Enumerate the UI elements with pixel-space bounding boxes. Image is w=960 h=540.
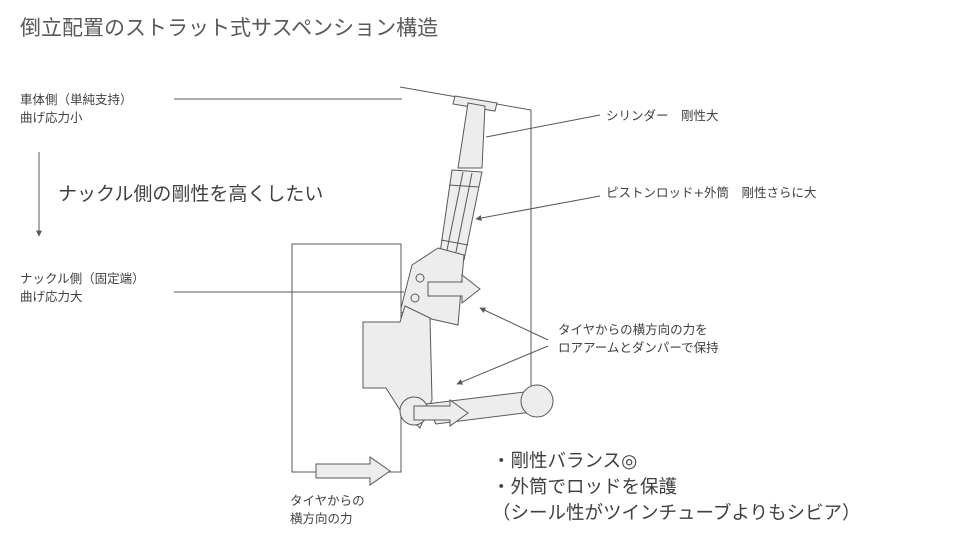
outer-tube-band xyxy=(448,184,480,188)
body-side-label-line2: 曲げ応力小 xyxy=(20,110,83,125)
tire-force-label-line1: タイヤからの xyxy=(290,493,365,508)
key-point-item: ・剛性バランス◎ xyxy=(492,451,638,472)
key-point-item: （シール性がツインチューブよりもシビア） xyxy=(492,503,861,524)
body-frame-outline xyxy=(399,86,532,410)
knuckle-side-label: ナックル側（固定端） 曲げ応力大 xyxy=(20,270,145,306)
lateral-hold-arrow-lower xyxy=(456,345,549,385)
body-side-label-line1: 車体側（単純支持） xyxy=(20,92,133,107)
arm-bushing xyxy=(520,384,554,418)
key-points-list: ・剛性バランス◎ ・外筒でロッドを保護 （シール性がツインチューブよりもシビア） xyxy=(492,449,861,527)
tire-force-label-line2: 横方向の力 xyxy=(290,511,353,526)
lateral-hold-label-line2: ロアアームとダンパーで保持 xyxy=(558,340,719,355)
knuckle-side-label-line2: 曲げ応力大 xyxy=(20,289,83,304)
bolt-hole xyxy=(410,293,420,303)
cylinder-leader-line xyxy=(485,114,601,138)
piston-rod-leader-line xyxy=(475,195,601,221)
outer-tube-band xyxy=(440,239,469,246)
body-side-label: 車体側（単純支持） 曲げ応力小 xyxy=(20,91,133,127)
page-title: 倒立配置のストラット式サスペンション構造 xyxy=(20,16,439,40)
block-arrow-knuckle xyxy=(427,273,481,305)
tire-force-label: タイヤからの 横方向の力 xyxy=(290,492,365,528)
stiffness-goal-label: ナックル側の剛性を高くしたい xyxy=(58,183,324,205)
key-point-item: ・外筒でロッドを保護 xyxy=(492,477,678,498)
lateral-hold-label: タイヤからの横方向の力を ロアアームとダンパーで保持 xyxy=(558,321,719,357)
block-arrow-tire xyxy=(315,456,391,486)
top-mount-plate xyxy=(452,95,498,112)
cylinder-label: シリンダー 剛性大 xyxy=(606,108,719,123)
outer-tube-inner-line xyxy=(446,171,464,251)
cylinder-tube xyxy=(457,102,486,169)
block-arrow-lower xyxy=(413,399,469,427)
lateral-hold-label-line1: タイヤからの横方向の力を xyxy=(558,322,708,337)
piston-rod-label: ピストンロッド+外筒 剛性さらに大 xyxy=(606,185,817,200)
knuckle-side-label-line1: ナックル側（固定端） xyxy=(20,271,145,286)
bolt-hole xyxy=(415,273,425,283)
lateral-hold-arrow-upper xyxy=(479,307,549,341)
